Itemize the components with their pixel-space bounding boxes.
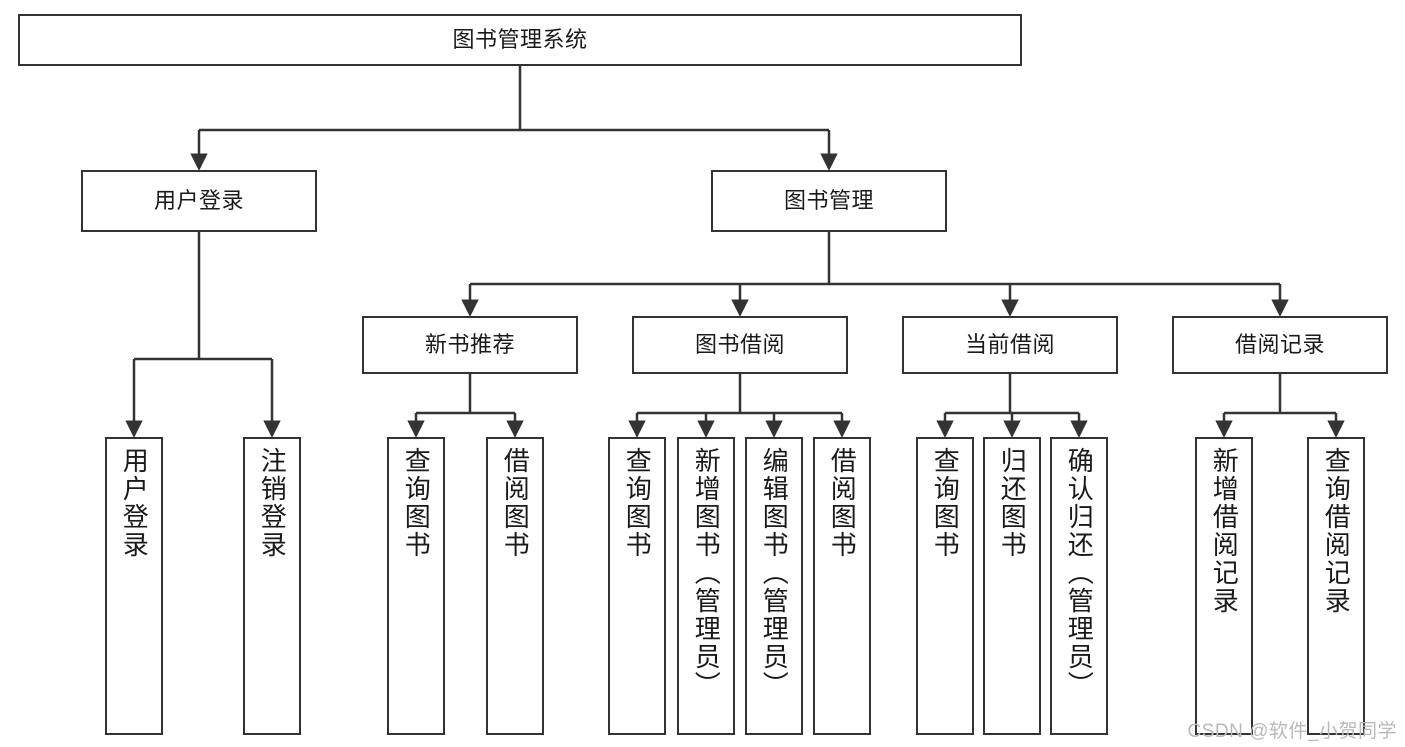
node-label: 新增借阅记录 bbox=[1209, 447, 1240, 615]
node-label: 编辑图书（管理员） bbox=[759, 447, 790, 699]
node-user-login[interactable]: 用户登录 bbox=[81, 170, 317, 232]
node-label: 用户登录 bbox=[119, 447, 150, 559]
node-leaf-confirm-return[interactable]: 确认归还（管理员） bbox=[1050, 437, 1108, 735]
node-borrow-record[interactable]: 借阅记录 bbox=[1172, 316, 1388, 374]
node-leaf-edit-book[interactable]: 编辑图书（管理员） bbox=[745, 437, 803, 735]
node-book-manage[interactable]: 图书管理 bbox=[711, 170, 947, 232]
node-label: 当前借阅 bbox=[964, 332, 1055, 358]
node-label: 图书管理系统 bbox=[452, 27, 588, 53]
node-root[interactable]: 图书管理系统 bbox=[18, 14, 1022, 66]
node-label: 注销登录 bbox=[257, 447, 288, 559]
node-leaf-user-login[interactable]: 用户登录 bbox=[105, 437, 163, 735]
node-leaf-add-book[interactable]: 新增图书（管理员） bbox=[677, 437, 735, 735]
node-label: 查询借阅记录 bbox=[1321, 447, 1352, 615]
node-leaf-query-book-2[interactable]: 查询图书 bbox=[608, 437, 666, 735]
node-label: 借阅图书 bbox=[827, 447, 858, 559]
node-label: 图书借阅 bbox=[694, 332, 785, 358]
node-label: 新增图书（管理员） bbox=[691, 447, 722, 699]
node-label: 查询图书 bbox=[622, 447, 653, 559]
node-label: 确认归还（管理员） bbox=[1064, 447, 1095, 699]
node-leaf-query-record[interactable]: 查询借阅记录 bbox=[1307, 437, 1365, 735]
node-leaf-query-book-1[interactable]: 查询图书 bbox=[387, 437, 445, 735]
node-label: 用户登录 bbox=[153, 188, 244, 214]
node-label: 查询图书 bbox=[401, 447, 432, 559]
node-book-borrow[interactable]: 图书借阅 bbox=[632, 316, 848, 374]
node-leaf-logout[interactable]: 注销登录 bbox=[243, 437, 301, 735]
node-leaf-borrow-book-2[interactable]: 借阅图书 bbox=[813, 437, 871, 735]
node-current-borrow[interactable]: 当前借阅 bbox=[902, 316, 1118, 374]
csdn-watermark: CSDN @软件_小贺同学 bbox=[1187, 721, 1397, 742]
node-new-book-rec[interactable]: 新书推荐 bbox=[362, 316, 578, 374]
node-label: 借阅图书 bbox=[500, 447, 531, 559]
node-label: 新书推荐 bbox=[424, 332, 515, 358]
node-label: 归还图书 bbox=[997, 447, 1028, 559]
node-leaf-add-record[interactable]: 新增借阅记录 bbox=[1195, 437, 1253, 735]
node-leaf-query-book-3[interactable]: 查询图书 bbox=[916, 437, 974, 735]
node-leaf-return-book[interactable]: 归还图书 bbox=[983, 437, 1041, 735]
node-label: 借阅记录 bbox=[1234, 332, 1325, 358]
node-label: 查询图书 bbox=[930, 447, 961, 559]
node-leaf-borrow-book-1[interactable]: 借阅图书 bbox=[486, 437, 544, 735]
node-label: 图书管理 bbox=[783, 188, 874, 214]
